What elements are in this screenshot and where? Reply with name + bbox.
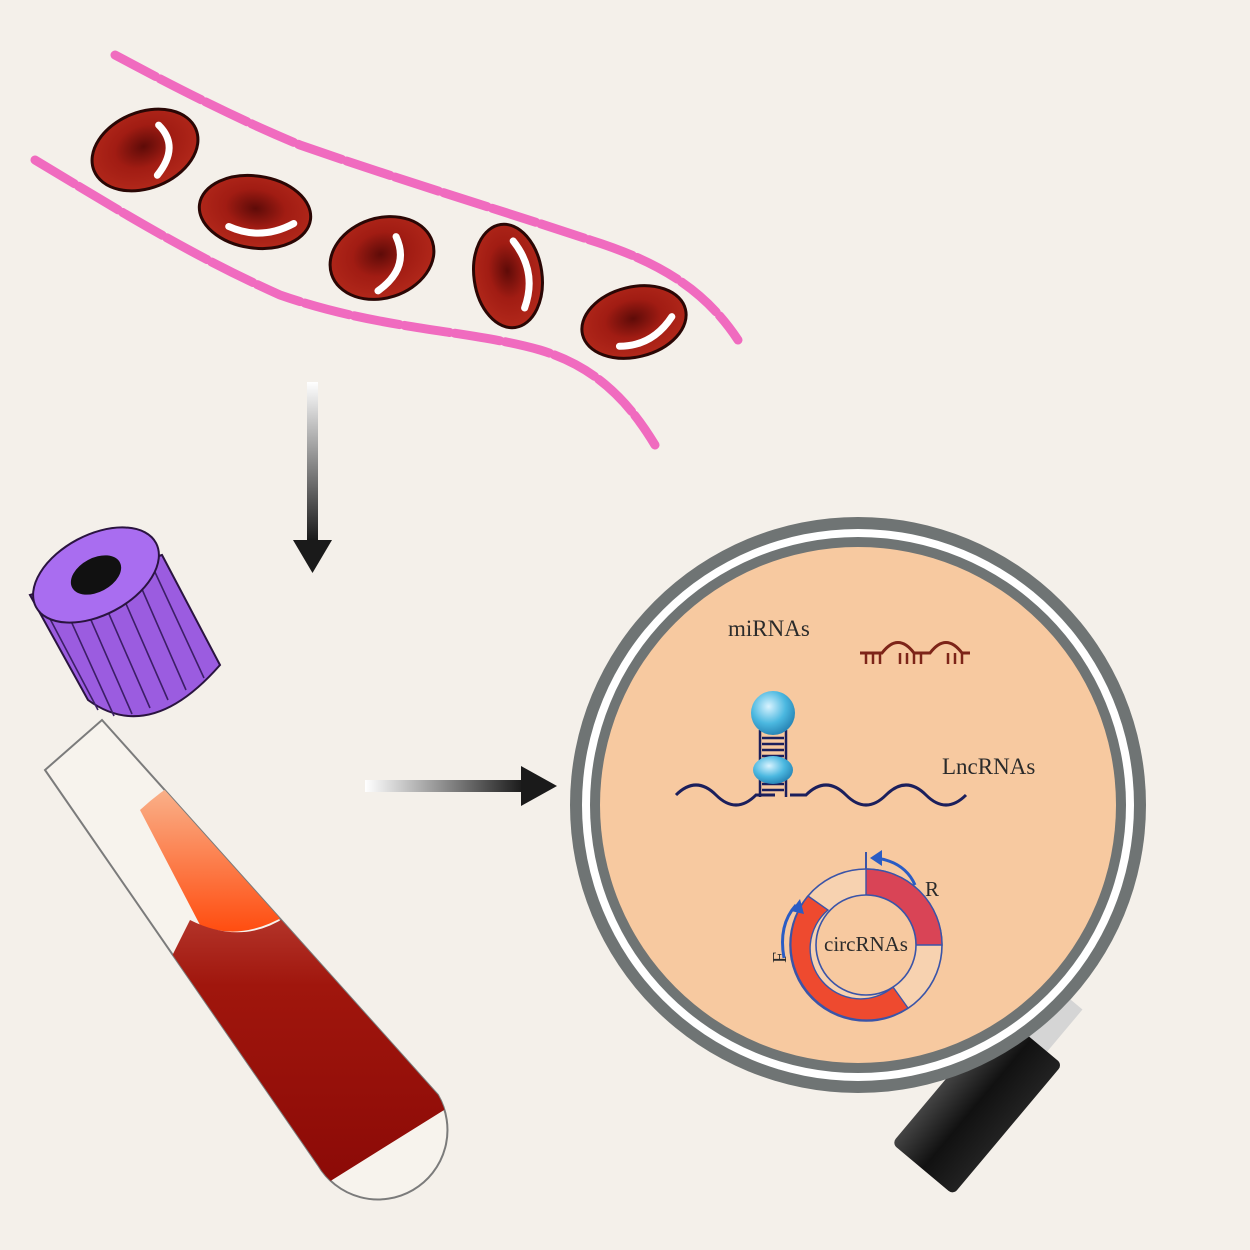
- magnifier-icon: [570, 517, 1146, 1193]
- mirnas-label: miRNAs: [728, 616, 810, 641]
- mirna-icon: [860, 641, 970, 664]
- red-blood-cells: [90, 107, 688, 360]
- arrow-down-icon: [293, 382, 332, 573]
- primer-reverse-label: R: [925, 877, 939, 901]
- primer-forward-label: F: [769, 952, 791, 963]
- red-blood-cell-icon: [90, 107, 200, 193]
- vessel-wall-bottom: [30, 155, 660, 450]
- vessel-wall-top: [110, 50, 743, 345]
- lncrnas-label: LncRNAs: [942, 754, 1035, 779]
- red-blood-cell-icon: [580, 284, 688, 360]
- blood-tube-icon: [28, 526, 449, 1201]
- red-blood-cell-icon: [197, 174, 313, 250]
- tube-blood: [170, 870, 448, 1200]
- tube-cap: [28, 526, 222, 718]
- circrna-icon: [781, 850, 943, 1022]
- blood-vessel: [30, 50, 743, 450]
- red-blood-cell-icon: [328, 215, 436, 301]
- lncrna-icon: [674, 691, 968, 807]
- arrow-right-icon: [365, 766, 557, 806]
- circrnas-label: circRNAs: [824, 932, 908, 956]
- red-blood-cell-icon: [472, 222, 544, 330]
